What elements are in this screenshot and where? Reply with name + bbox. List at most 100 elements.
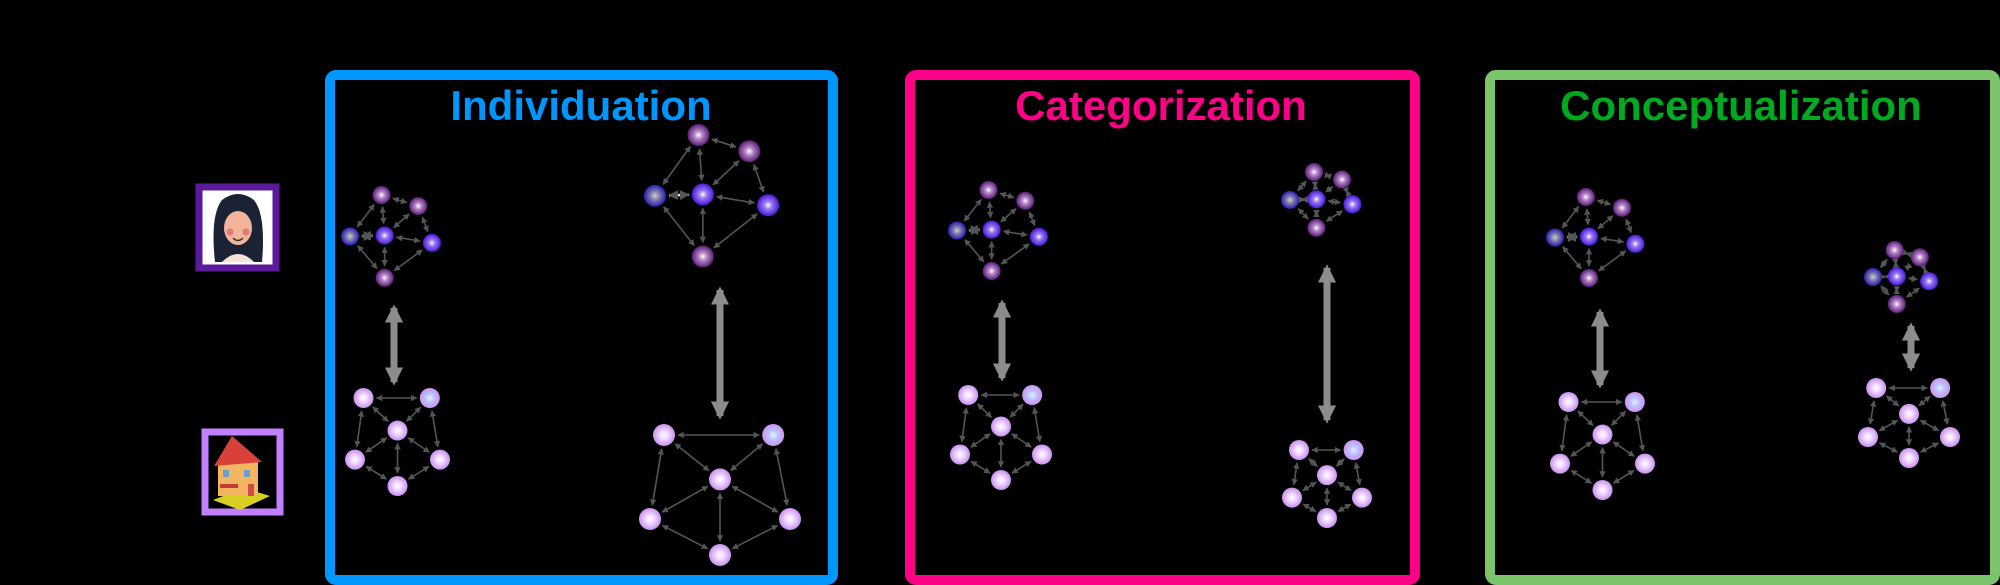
- graph-edge: [1291, 462, 1300, 486]
- graph-node: [1920, 272, 1939, 291]
- graph-node: [1612, 198, 1631, 217]
- graph-edge: [650, 448, 664, 506]
- graph-edge: [1919, 419, 1940, 432]
- graph-edge: [1904, 262, 1913, 272]
- graph-node: [738, 140, 761, 163]
- graph-node: [1558, 392, 1579, 412]
- graph-edge: [1885, 395, 1900, 407]
- graph-node: [757, 194, 780, 217]
- graph-edge: [1000, 243, 1030, 265]
- graph-edge: [1009, 403, 1024, 418]
- graph-edge: [365, 437, 388, 453]
- graph-node: [779, 508, 801, 530]
- house-icon: [201, 428, 284, 516]
- graph-edge: [1879, 258, 1888, 269]
- graph-edge: [1028, 211, 1036, 227]
- graph-node: [430, 449, 450, 470]
- graph-edge: [716, 194, 755, 206]
- graph-edge: [1327, 198, 1342, 205]
- graph-node: [1307, 218, 1326, 237]
- graph-node: [1887, 295, 1906, 313]
- graph-edge: [1011, 460, 1032, 474]
- graph-edge: [970, 433, 991, 448]
- graph-edge: [1308, 458, 1318, 468]
- panel-title: Conceptualization: [1560, 82, 1922, 129]
- graph-node: [1899, 403, 1919, 424]
- graph-edge: [1940, 400, 1950, 425]
- graph-edge: [1584, 208, 1591, 226]
- graph-edge: [1002, 229, 1028, 238]
- highlighted-edge: [667, 190, 690, 201]
- graph-node: [762, 424, 785, 446]
- graph-node: [982, 262, 1001, 280]
- graph-node: [375, 268, 394, 287]
- graph-node: [353, 388, 374, 408]
- graph-edge: [711, 137, 737, 149]
- graph-edge: [986, 201, 994, 219]
- right-concept-graph: [1864, 241, 1939, 313]
- graph-node: [1281, 190, 1299, 209]
- graph-edge: [1596, 199, 1612, 206]
- graph-edge: [1597, 215, 1614, 230]
- graph-node: [1910, 248, 1929, 267]
- graph-edge: [407, 465, 430, 480]
- graph-edge: [1918, 395, 1931, 407]
- graph-node: [1029, 227, 1048, 246]
- graph-edge: [393, 249, 423, 272]
- graph-node: [1032, 444, 1052, 465]
- graph-node: [1626, 234, 1645, 253]
- graph-edge: [357, 245, 378, 270]
- graph-node: [991, 416, 1011, 437]
- graph-node: [1317, 508, 1337, 528]
- graph-edge: [1335, 458, 1345, 467]
- graph-edge: [674, 443, 710, 472]
- graph-edge: [1342, 186, 1352, 198]
- graph-edge: [1880, 285, 1890, 296]
- graph-node: [950, 444, 970, 465]
- graph-node: [409, 197, 428, 216]
- graph-node: [1899, 448, 1919, 468]
- graph-node: [1930, 378, 1951, 398]
- graph-node: [1343, 440, 1364, 460]
- graph-node: [387, 476, 408, 496]
- left-instance-graph: [345, 388, 450, 496]
- graph-node: [709, 468, 731, 491]
- graph-edge: [1612, 469, 1635, 484]
- graph-edge: [1570, 441, 1593, 457]
- graph-edge: [1879, 442, 1898, 453]
- graph-node: [1866, 378, 1887, 398]
- graph-node: [1579, 269, 1598, 287]
- graph-node: [1307, 190, 1326, 209]
- left-concept-graph: [341, 186, 441, 287]
- graph-edge: [1901, 249, 1913, 258]
- graph-edge: [964, 239, 985, 263]
- graph-edge: [730, 443, 763, 472]
- graph-edge: [696, 148, 705, 182]
- graph-edge: [1577, 410, 1594, 427]
- graph-node: [1864, 268, 1882, 286]
- graph-edge: [963, 198, 982, 222]
- graph-node: [372, 186, 391, 204]
- graph-node: [387, 420, 408, 441]
- graph-edge: [421, 216, 429, 233]
- panel-categorization: Categorization: [905, 70, 1420, 585]
- graph-edge: [1337, 481, 1352, 492]
- graph-edge: [379, 206, 387, 225]
- graph-node: [958, 385, 979, 405]
- graph-node: [1016, 191, 1035, 210]
- graph-edge: [356, 204, 375, 228]
- graph-node: [948, 221, 966, 240]
- graph-edge: [395, 235, 421, 244]
- graph-edge: [1297, 208, 1309, 220]
- left-concept-graph: [1546, 188, 1645, 287]
- graph-edge: [1559, 414, 1570, 452]
- right-instance-graph: [1282, 440, 1372, 528]
- graph-node: [1576, 188, 1595, 206]
- graph-node: [709, 544, 731, 566]
- graph-edge: [1598, 250, 1627, 272]
- graph-node: [1333, 170, 1351, 189]
- graph-node: [979, 181, 998, 199]
- graph-node: [1289, 440, 1309, 460]
- graph-node: [1305, 163, 1323, 181]
